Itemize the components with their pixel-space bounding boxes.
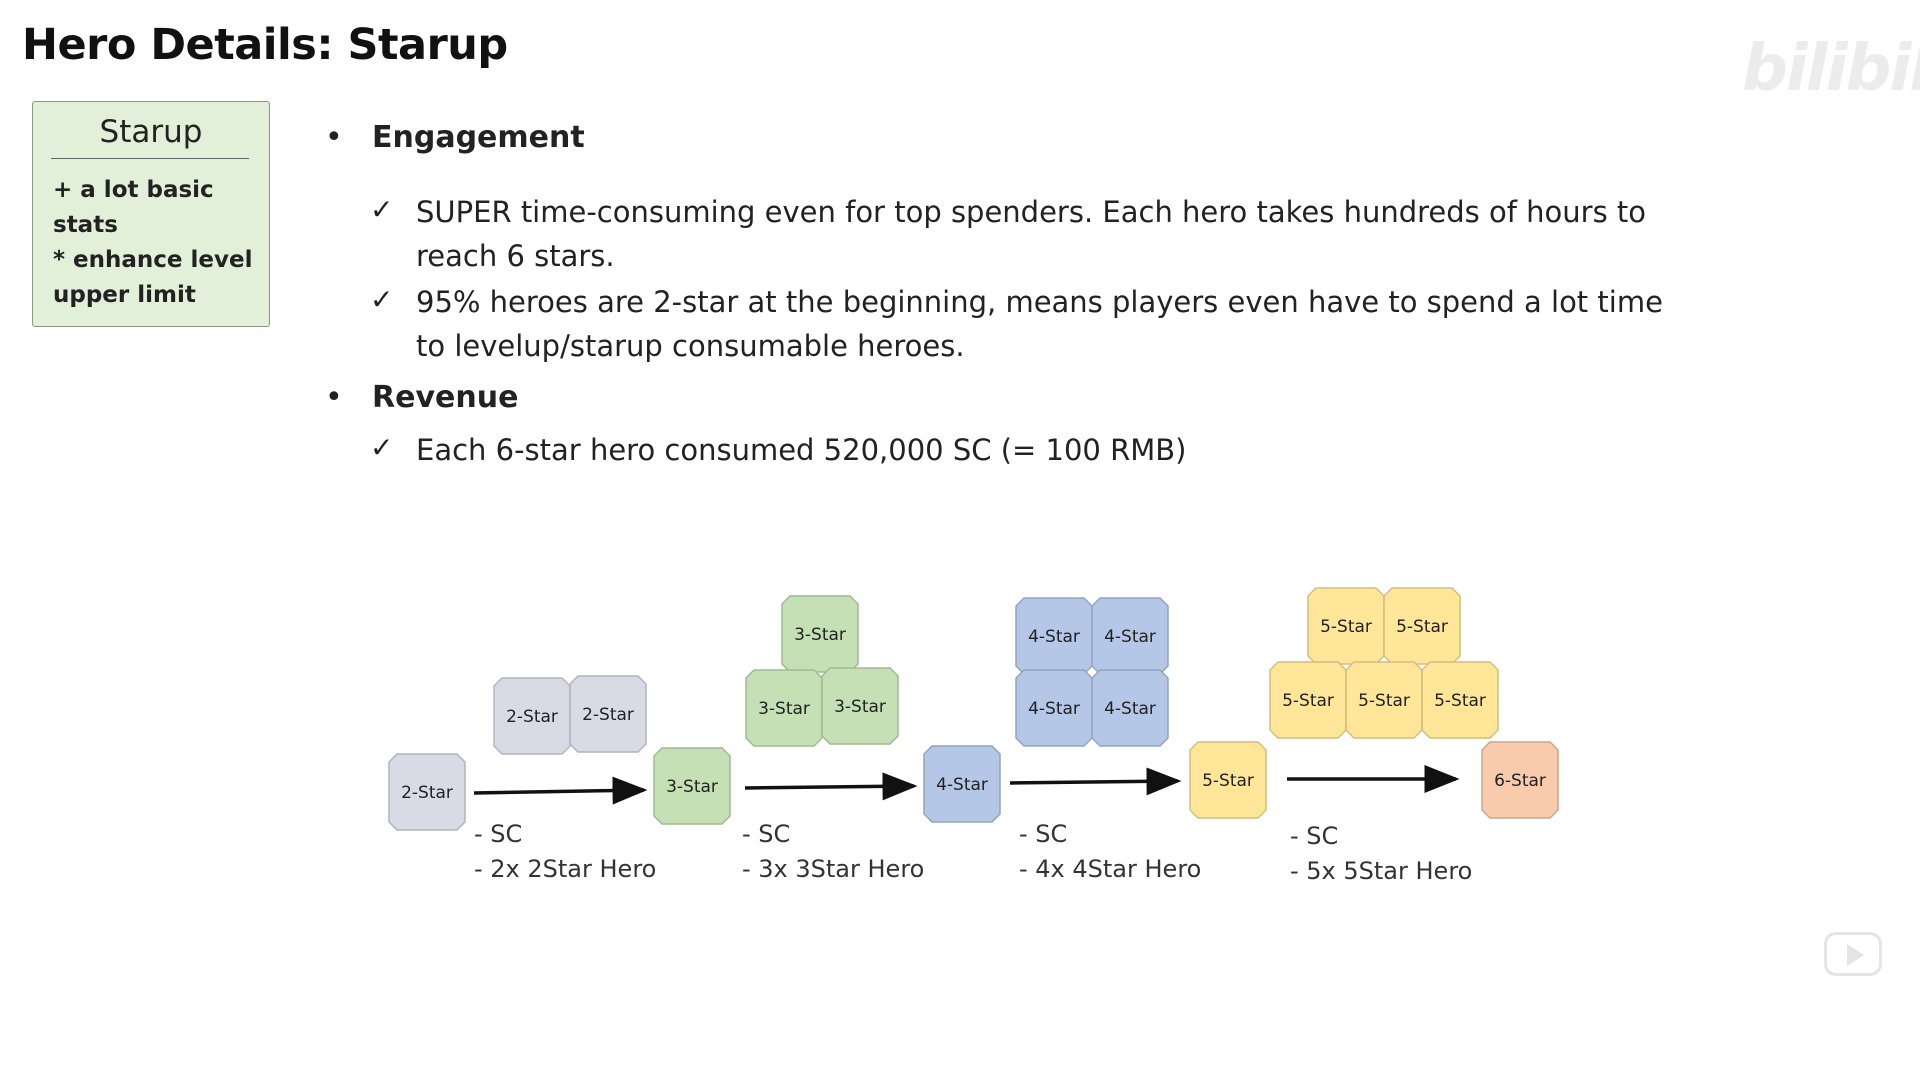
checkmark-icon: ✓ bbox=[370, 431, 394, 464]
play-icon bbox=[1847, 944, 1864, 966]
consumed-5-star-tile-shape bbox=[1345, 661, 1423, 739]
revenue-heading-text: Revenue bbox=[372, 380, 519, 415]
consumed-5-star-tile-shape bbox=[1269, 661, 1347, 739]
section-heading-engagement: • Engagement bbox=[320, 118, 1680, 158]
tier-tile-6-star-label: 6-Star bbox=[1494, 771, 1546, 791]
consumed-2-star-tile-label: 2-Star bbox=[582, 705, 634, 725]
consumed-3-star-tile-shape bbox=[745, 669, 823, 747]
tier-tile-3-star: 3-Star bbox=[653, 747, 731, 825]
consumed-3-star-tile: 3-Star bbox=[745, 669, 823, 747]
bullet-icon: • bbox=[325, 120, 343, 155]
summary-box-divider bbox=[51, 158, 249, 159]
engagement-item-1-text: SUPER time-consuming even for top spende… bbox=[416, 195, 1647, 273]
consumed-5-star-tile: 5-Star bbox=[1307, 587, 1385, 665]
consumed-4-star-tile-label: 4-Star bbox=[1104, 627, 1156, 647]
consumed-2-star-tile-label: 2-Star bbox=[506, 707, 558, 727]
consumed-5-star-tile-label: 5-Star bbox=[1282, 691, 1334, 711]
consumed-4-star-tile-shape bbox=[1091, 669, 1169, 747]
consumed-5-star-tile-label: 5-Star bbox=[1358, 691, 1410, 711]
starup-summary-box: Starup + a lot basic stats * enhance lev… bbox=[32, 101, 270, 327]
tier-tile-6-star: 6-Star bbox=[1481, 741, 1559, 819]
stage-cost-heroes: - 2x 2Star Hero bbox=[474, 855, 656, 883]
consumed-5-star-tile: 5-Star bbox=[1345, 661, 1423, 739]
stage-arrow-2 bbox=[744, 772, 918, 801]
stage-cost-sc: - SC bbox=[474, 820, 522, 848]
section-heading-revenue: • Revenue bbox=[320, 378, 1680, 418]
tier-tile-2-star-shape bbox=[388, 753, 466, 831]
slide-title: Hero Details: Starup bbox=[22, 20, 508, 70]
consumed-4-star-tile-label: 4-Star bbox=[1104, 699, 1156, 719]
consumed-5-star-tile-label: 5-Star bbox=[1396, 617, 1448, 637]
consumed-3-star-tile-label: 3-Star bbox=[794, 625, 846, 645]
stage-cost-sc: - SC bbox=[1019, 820, 1067, 848]
engagement-item-1: ✓ SUPER time-consuming even for top spen… bbox=[320, 190, 1680, 278]
slide-content: • Engagement ✓ SUPER time-consuming even… bbox=[320, 118, 1680, 472]
summary-line-enhance: * enhance level bbox=[53, 247, 253, 273]
engagement-item-2-text: 95% heroes are 2-star at the beginning, … bbox=[416, 285, 1663, 363]
consumed-5-star-tile: 5-Star bbox=[1421, 661, 1499, 739]
consumed-2-star-tile: 2-Star bbox=[493, 677, 571, 755]
consumed-5-star-tile: 5-Star bbox=[1269, 661, 1347, 739]
tier-tile-4-star-shape bbox=[923, 745, 1001, 823]
consumed-5-star-tile-label: 5-Star bbox=[1434, 691, 1486, 711]
consumed-5-star-tile-shape bbox=[1421, 661, 1499, 739]
summary-box-title: Starup bbox=[99, 114, 203, 150]
consumed-4-star-tile: 4-Star bbox=[1015, 597, 1093, 675]
summary-line-upper-limit: upper limit bbox=[53, 282, 196, 308]
checkmark-icon: ✓ bbox=[370, 283, 394, 316]
tier-tile-2-star: 2-Star bbox=[388, 753, 466, 831]
consumed-3-star-tile-label: 3-Star bbox=[758, 699, 810, 719]
stage-arrow-1 bbox=[473, 776, 648, 805]
consumed-4-star-tile: 4-Star bbox=[1091, 669, 1169, 747]
tier-tile-5-star: 5-Star bbox=[1189, 741, 1267, 819]
tier-tile-5-star-shape bbox=[1189, 741, 1267, 819]
summary-line-stats: + a lot basic stats bbox=[53, 177, 214, 238]
consumed-2-star-tile: 2-Star bbox=[569, 675, 647, 753]
stage-cost-heroes: - 4x 4Star Hero bbox=[1019, 855, 1201, 883]
revenue-item-1-text: Each 6-star hero consumed 520,000 SC (= … bbox=[416, 433, 1187, 467]
consumed-2-star-tile-shape bbox=[493, 677, 571, 755]
stage-cost-heroes: - 3x 3Star Hero bbox=[742, 855, 924, 883]
consumed-4-star-tile: 4-Star bbox=[1015, 669, 1093, 747]
stage-cost-sc: - SC bbox=[1290, 822, 1338, 850]
consumed-4-star-tile: 4-Star bbox=[1091, 597, 1169, 675]
consumed-3-star-tile: 3-Star bbox=[821, 667, 899, 745]
tier-tile-5-star-label: 5-Star bbox=[1202, 771, 1254, 791]
consumed-3-star-tile: 3-Star bbox=[781, 595, 859, 673]
consumed-4-star-tile-shape bbox=[1015, 669, 1093, 747]
engagement-heading-text: Engagement bbox=[372, 120, 585, 155]
play-button[interactable] bbox=[1824, 932, 1882, 976]
tier-tile-3-star-label: 3-Star bbox=[666, 777, 718, 797]
checkmark-icon: ✓ bbox=[370, 193, 394, 226]
engagement-item-2: ✓ 95% heroes are 2-star at the beginning… bbox=[320, 280, 1680, 368]
consumed-3-star-tile-shape bbox=[821, 667, 899, 745]
consumed-5-star-tile-label: 5-Star bbox=[1320, 617, 1372, 637]
watermark-logo: bilibili bbox=[1742, 32, 1920, 106]
tier-tile-3-star-shape bbox=[653, 747, 731, 825]
consumed-4-star-tile-label: 4-Star bbox=[1028, 627, 1080, 647]
revenue-item-1: ✓ Each 6-star hero consumed 520,000 SC (… bbox=[320, 428, 1680, 472]
consumed-2-star-tile-shape bbox=[569, 675, 647, 753]
consumed-5-star-tile: 5-Star bbox=[1383, 587, 1461, 665]
stage-cost-heroes: - 5x 5Star Hero bbox=[1290, 857, 1472, 885]
stage-cost-sc: - SC bbox=[742, 820, 790, 848]
consumed-3-star-tile-label: 3-Star bbox=[834, 697, 886, 717]
consumed-4-star-tile-label: 4-Star bbox=[1028, 699, 1080, 719]
tier-tile-6-star-shape bbox=[1481, 741, 1559, 819]
tier-tile-4-star: 4-Star bbox=[923, 745, 1001, 823]
bullet-icon: • bbox=[325, 380, 343, 415]
stage-arrow-3 bbox=[1009, 767, 1182, 796]
tier-tile-2-star-label: 2-Star bbox=[401, 783, 453, 803]
tier-tile-4-star-label: 4-Star bbox=[936, 775, 988, 795]
